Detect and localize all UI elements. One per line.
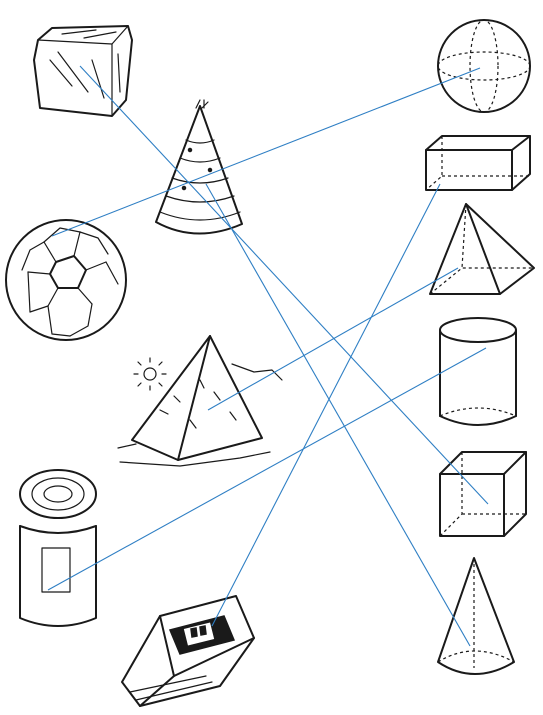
ice-cube-icon[interactable]	[34, 26, 132, 116]
match-lines	[48, 66, 488, 646]
book-icon[interactable]	[122, 596, 254, 706]
cylinder-icon[interactable]	[440, 318, 516, 425]
rectangular-prism-icon[interactable]	[426, 136, 530, 190]
soccer-ball-icon[interactable]	[6, 220, 126, 340]
cone-icon[interactable]	[438, 558, 514, 674]
match-line-party-hat-to-cone[interactable]	[206, 184, 470, 646]
tin-can-icon[interactable]	[20, 470, 96, 626]
match-line-ice-cube-to-cube[interactable]	[80, 66, 488, 504]
cube-icon[interactable]	[440, 452, 526, 536]
sphere-icon[interactable]	[438, 20, 530, 112]
match-line-tin-can-to-cylinder[interactable]	[48, 348, 486, 590]
match-line-desert-pyramid-to-square-pyramid[interactable]	[208, 268, 458, 410]
square-pyramid-icon[interactable]	[430, 204, 534, 294]
pyramid-landmark-icon[interactable]	[118, 336, 282, 466]
match-line-soccer-ball-to-sphere[interactable]	[52, 68, 480, 236]
